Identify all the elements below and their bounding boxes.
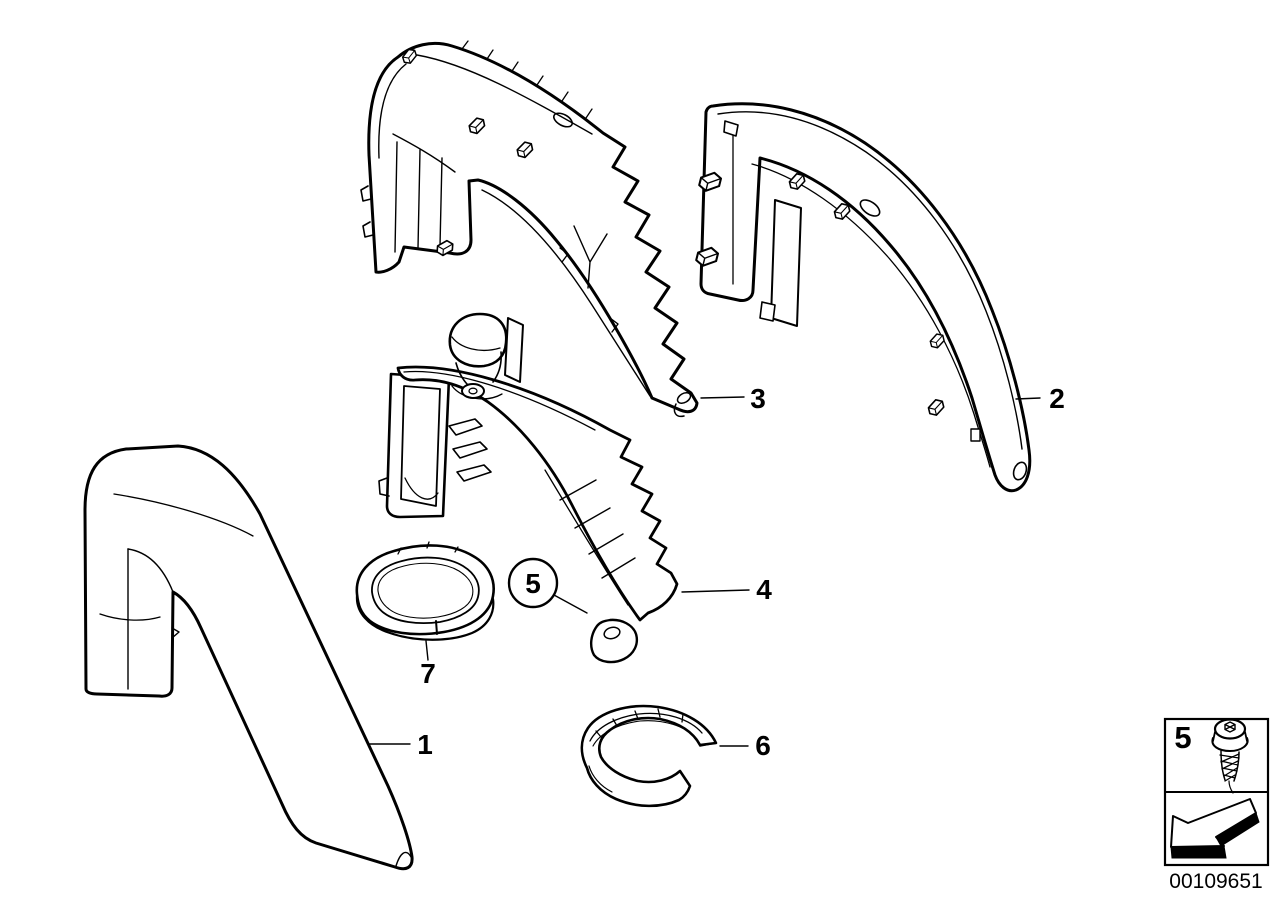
torx-screw-icon	[1211, 718, 1249, 794]
part-3-drawing	[360, 40, 699, 418]
arrow-left-down-icon	[1170, 798, 1260, 859]
part-6-rim-line-2	[592, 720, 698, 747]
part-4-band-rim	[403, 370, 596, 431]
leader-line-5	[553, 594, 588, 614]
legend-item-number: 5	[1174, 720, 1191, 755]
part-2-outline	[699, 102, 1032, 493]
part-2-slot	[859, 199, 881, 217]
part-3-inner-notches	[559, 247, 619, 333]
legend: 5 00109651	[1163, 717, 1270, 893]
part-4-frame-bottom-curve	[404, 477, 439, 500]
leader-line-4	[681, 589, 750, 593]
part-6-end-face	[699, 742, 717, 747]
part-6-outline	[580, 704, 718, 808]
part-3-edge-ticks	[461, 40, 593, 119]
part-4-frame-inner	[400, 385, 441, 507]
screw-flange	[1211, 737, 1249, 753]
part-3-tip-hook	[673, 403, 685, 418]
part-1-inner-corner	[127, 548, 174, 593]
part-3-rim-line	[416, 54, 593, 135]
screw-torx-socket	[1224, 721, 1236, 733]
part-2-top-tab	[723, 120, 739, 137]
part-3-slot	[553, 112, 573, 128]
callout-label-6[interactable]: 6	[755, 730, 771, 761]
part-7-inner-rim-2	[377, 562, 474, 619]
part-2-small-tab	[970, 428, 981, 442]
screw-tip	[1228, 780, 1234, 794]
screw-head	[1213, 718, 1247, 740]
leader-line-2	[1015, 397, 1041, 400]
callout-label-3[interactable]: 3	[750, 383, 766, 414]
mounting-clip-icon	[928, 332, 947, 350]
callout-label-5[interactable]: 5	[525, 568, 541, 599]
callout-3[interactable]: 3	[700, 383, 766, 414]
part-3-inner-panel-lines	[394, 141, 443, 253]
part-4-collar	[451, 385, 503, 400]
part-6-drawing	[580, 704, 718, 808]
part-7-drawing	[355, 541, 495, 641]
part-7-inner-rim	[371, 556, 480, 625]
part-4-frame-foot-tab	[378, 477, 390, 497]
part-4-fin	[448, 418, 483, 436]
part-6-rim-ticks	[595, 708, 684, 738]
part-4-band-outline	[396, 365, 679, 622]
callout-label-4[interactable]: 4	[756, 574, 772, 605]
part-4-foot	[589, 618, 638, 664]
part-1-tip-line	[395, 851, 412, 867]
part-2-rim-line	[717, 111, 1023, 450]
part-2-drawing	[694, 102, 1032, 493]
callout-4[interactable]: 4	[681, 574, 772, 605]
part-7-outer-rim	[355, 544, 495, 636]
arrow-extrude-shaft	[1215, 812, 1260, 847]
part-4-drawing	[378, 312, 679, 664]
leader-line-3	[700, 396, 745, 399]
part-1-ridge	[113, 493, 254, 537]
callout-6[interactable]: 6	[719, 730, 771, 761]
part-4-boss-hole	[468, 387, 478, 395]
part-7-rim-ticks	[397, 541, 459, 555]
callout-label-2[interactable]: 2	[1049, 383, 1065, 414]
part-4-inner-line	[544, 469, 629, 606]
callout-2[interactable]: 2	[1015, 383, 1065, 414]
document-number: 00109651	[1169, 870, 1262, 893]
callout-7[interactable]: 7	[420, 640, 436, 689]
callout-label-7[interactable]: 7	[420, 658, 436, 689]
part-1-foot-curve	[99, 613, 161, 621]
part-3-inner-panel-top	[392, 133, 456, 173]
mounting-clip-icon	[926, 397, 946, 418]
part-6-rim-line	[589, 712, 703, 742]
part-2-flap-tab	[759, 301, 776, 322]
part-3-inner-edge-line	[481, 189, 651, 397]
callout-1[interactable]: 1	[369, 729, 433, 760]
part-2-tip-curl	[1012, 461, 1028, 481]
part-3-tip-detail	[676, 392, 692, 404]
part-3-outline	[367, 42, 699, 414]
part-4-fin	[452, 441, 488, 459]
part-3-brace	[573, 225, 608, 289]
mounting-clip-icon	[787, 171, 807, 192]
part-6-wall-line	[588, 765, 613, 793]
part-4-fin	[456, 464, 492, 482]
callouts: 1 2 3 4 5 6 7	[369, 383, 1065, 761]
callout-circle-5[interactable]	[507, 557, 559, 609]
part-2-flap	[770, 199, 802, 327]
part-4-cylinder	[448, 312, 508, 368]
part-4-foot-boss	[603, 626, 621, 640]
part-3-side-tabs	[360, 185, 374, 238]
part-4-ladder-rungs	[559, 479, 636, 579]
part-1-outline	[83, 444, 414, 871]
leader-line-7	[425, 640, 429, 661]
part-7-joint-tick	[435, 620, 438, 635]
screw-threads	[1219, 753, 1240, 782]
part-3-back-flap	[504, 317, 524, 383]
part-1-notch	[171, 627, 180, 639]
arrow-extrude-bottom	[1170, 845, 1227, 859]
callout-label-1[interactable]: 1	[417, 729, 433, 760]
part-1-drawing	[83, 444, 414, 871]
callout-5-circled[interactable]: 5	[507, 557, 588, 614]
part-3-rim-line	[378, 63, 407, 159]
part-4-cylinder-rim	[451, 336, 501, 352]
